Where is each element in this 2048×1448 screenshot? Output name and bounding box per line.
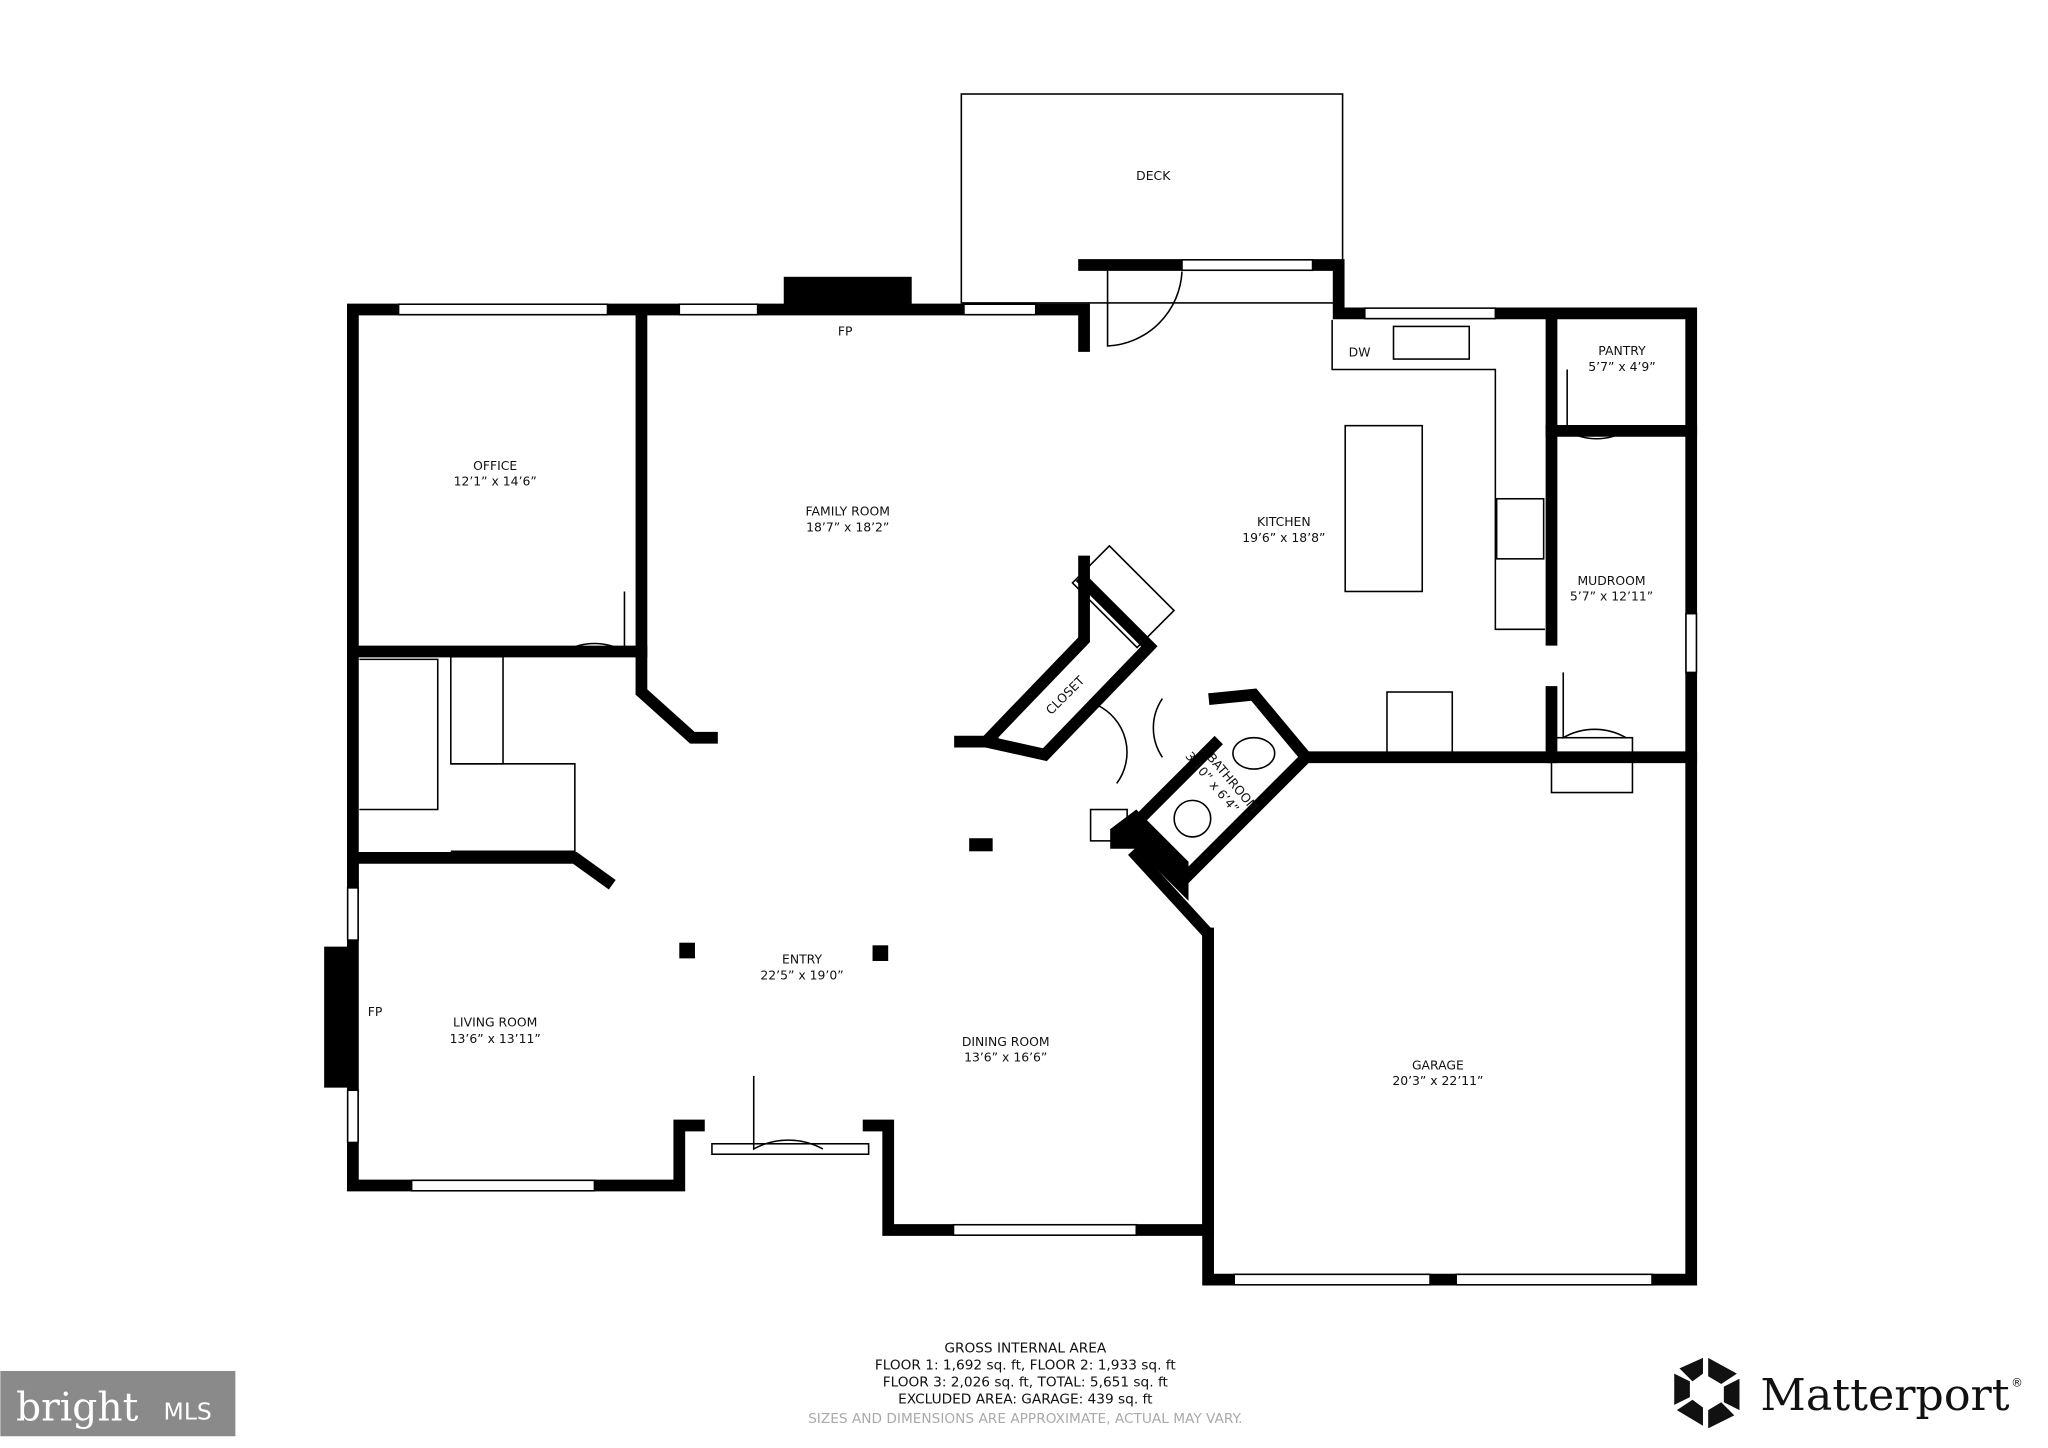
area-line-2: FLOOR 3: 2,026 sq. ft, TOTAL: 5,651 sq. …	[883, 1375, 1169, 1391]
deck-label: DECK	[1136, 168, 1171, 183]
mls-logo-text: MLS	[164, 1397, 212, 1425]
mudroom-size: 5’7” x 12’11”	[1570, 589, 1653, 604]
entry-size: 22’5” x 19’0”	[760, 967, 843, 982]
garage-size: 20’3” x 22’11”	[1392, 1073, 1483, 1088]
kitchen-label: KITCHEN	[1257, 514, 1311, 529]
living-room-label: LIVING ROOM	[453, 1014, 537, 1029]
bright-logo-text: bright	[16, 1386, 139, 1431]
registered-mark: ®	[2011, 1376, 2023, 1390]
entry-label: ENTRY	[782, 952, 822, 967]
area-line-3: EXCLUDED AREA: GARAGE: 439 sq. ft	[898, 1392, 1153, 1408]
column	[969, 838, 993, 852]
living-room-size: 13’6” x 13’11”	[450, 1031, 541, 1046]
windows	[346, 259, 1698, 1286]
family-room-label: FAMILY ROOM	[806, 504, 890, 519]
office-size: 12’1” x 14’6”	[454, 474, 537, 489]
structural-column	[1110, 809, 1189, 901]
matterport-mark-icon	[1674, 1357, 1740, 1429]
garage-label: GARAGE	[1412, 1057, 1464, 1072]
fireplace-living-label: FP	[368, 1004, 383, 1019]
kitchen-fixtures	[1071, 319, 1634, 842]
fireplace-family-hearth	[783, 276, 912, 314]
mudroom-label: MUDROOM	[1578, 573, 1646, 588]
staircase	[359, 655, 576, 853]
deck-outline	[960, 93, 1344, 304]
column	[872, 945, 889, 961]
pantry-label: PANTRY	[1598, 343, 1646, 358]
dining-room-size: 13’6” x 16’6”	[964, 1050, 1047, 1065]
column	[679, 942, 695, 959]
fireplace-label: FP	[838, 324, 853, 339]
fireplace-living-hearth	[324, 946, 353, 1088]
disclaimer: SIZES AND DIMENSIONS ARE APPROXIMATE, AC…	[808, 1411, 1242, 1427]
family-room-size: 18’7” x 18’2”	[806, 519, 889, 534]
office-label: OFFICE	[473, 458, 517, 473]
bright-mls-logo: bright MLS	[0, 1370, 236, 1437]
matterport-logo: Matterport ®	[1674, 1357, 2023, 1429]
dishwasher-label: DW	[1349, 344, 1371, 359]
kitchen-size: 19’6” x 18’8”	[1242, 530, 1325, 545]
dining-room-label: DINING ROOM	[962, 1034, 1050, 1049]
area-title: GROSS INTERNAL AREA	[944, 1341, 1107, 1357]
walls	[347, 259, 1698, 1286]
pantry-size: 5’7” x 4’9”	[1588, 359, 1655, 374]
area-line-1: FLOOR 1: 1,692 sq. ft, FLOOR 2: 1,933 sq…	[875, 1358, 1177, 1374]
matterport-logo-text: Matterport	[1760, 1370, 2009, 1421]
